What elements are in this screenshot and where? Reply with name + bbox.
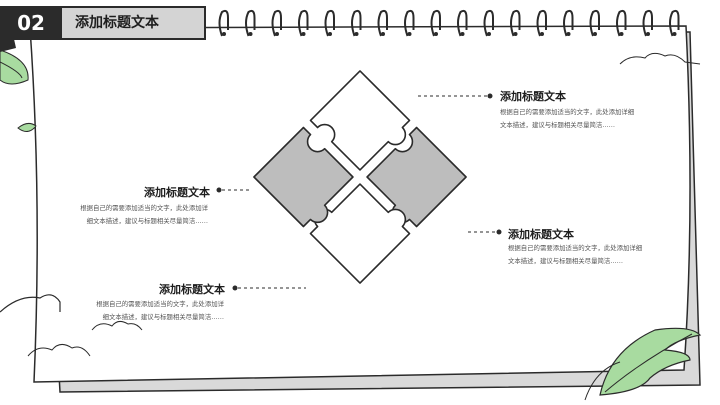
spiral-ring [669,9,680,37]
connectors [216,93,502,291]
spiral-hole [593,32,597,36]
item-2-line-1: 根据自己的需要添加适当的文字，此处添加详 [80,204,208,212]
item-2-description: 根据自己的需要添加适当的文字，此处添加详 细文本描述，建议与标题相关尽量简洁…… [80,202,208,228]
spiral-ring [351,9,362,37]
spiral-hole [328,32,332,36]
puzzle-piece-top [309,70,411,171]
spiral-hole [354,32,359,36]
spiral-hole [381,32,385,36]
spiral-hole [301,32,306,36]
item-3-line-1: 根据自己的需要添加适当的文字，此处添加详细 [508,244,643,252]
spiral-ring [324,9,335,37]
title-bar: 02 添加标题文本 [0,6,206,40]
spiral-ring [536,9,547,37]
hill-bottom-left [0,294,61,313]
item-1-title: 添加标题文本 [500,90,566,103]
spiral-hole [460,32,465,36]
cloud-bottom-mid [91,320,143,331]
spiral-ring [271,9,282,37]
spiral-ring [589,9,600,37]
spiral-binding [218,9,680,37]
spiral-ring [377,9,388,37]
spiral-hole [248,32,253,36]
item-1-line-1: 根据自己的需要添加适当的文字，此处添加详细 [500,108,635,116]
item-4-description: 根据自己的需要添加适当的文字，此处添加详 细文本描述，建议与标题相关尽量简洁…… [96,298,224,324]
item-2-line-2: 细文本描述，建议与标题相关尽量简洁…… [86,217,208,225]
spiral-ring [404,9,415,37]
spiral-ring [245,9,256,37]
spiral-ring [457,9,468,37]
item-1-description: 根据自己的需要添加适当的文字，此处添加详细 文本描述，建议与标题相关尽量简洁…… [500,106,634,132]
puzzle-graphic [253,70,467,284]
spiral-hole [540,32,544,36]
spiral-ring [563,9,574,37]
item-2-title: 添加标题文本 [144,186,210,199]
puzzle-piece-left [253,126,354,228]
leaf-right-decoration [584,327,702,401]
spiral-hole [275,32,279,36]
item-4-line-2: 细文本描述，建议与标题相关尽量简洁…… [102,313,224,321]
cloud-top-right [619,52,701,65]
item-3-line-2: 文本描述，建议与标题相关尽量简洁…… [508,257,624,265]
item-3-description: 根据自己的需要添加适当的文字，此处添加详细 文本描述，建议与标题相关尽量简洁…… [508,242,642,268]
spiral-ring [510,9,521,37]
section-title: 添加标题文本 [75,15,159,31]
spiral-hole [222,32,226,36]
spiral-hole [407,32,412,36]
spiral-hole [487,32,491,36]
item-1-line-2: 文本描述，建议与标题相关尽量简洁…… [500,121,616,129]
item-4-line-1: 根据自己的需要添加适当的文字，此处添加详 [96,300,224,308]
spiral-hole [513,32,518,36]
spiral-ring [483,9,494,37]
item-4-title: 添加标题文本 [159,283,225,296]
spiral-ring [218,9,229,37]
spiral-ring [430,9,441,37]
cloud-bottom-left [27,344,91,357]
spiral-hole [566,32,571,36]
spiral-ring [616,9,627,37]
item-3-title: 添加标题文本 [508,228,574,241]
spiral-ring [298,9,309,37]
spiral-hole [646,32,650,36]
spiral-hole [672,32,677,36]
spiral-hole [434,32,438,36]
spiral-ring [642,9,653,37]
section-number: 02 [0,8,62,38]
spiral-hole [619,32,624,36]
